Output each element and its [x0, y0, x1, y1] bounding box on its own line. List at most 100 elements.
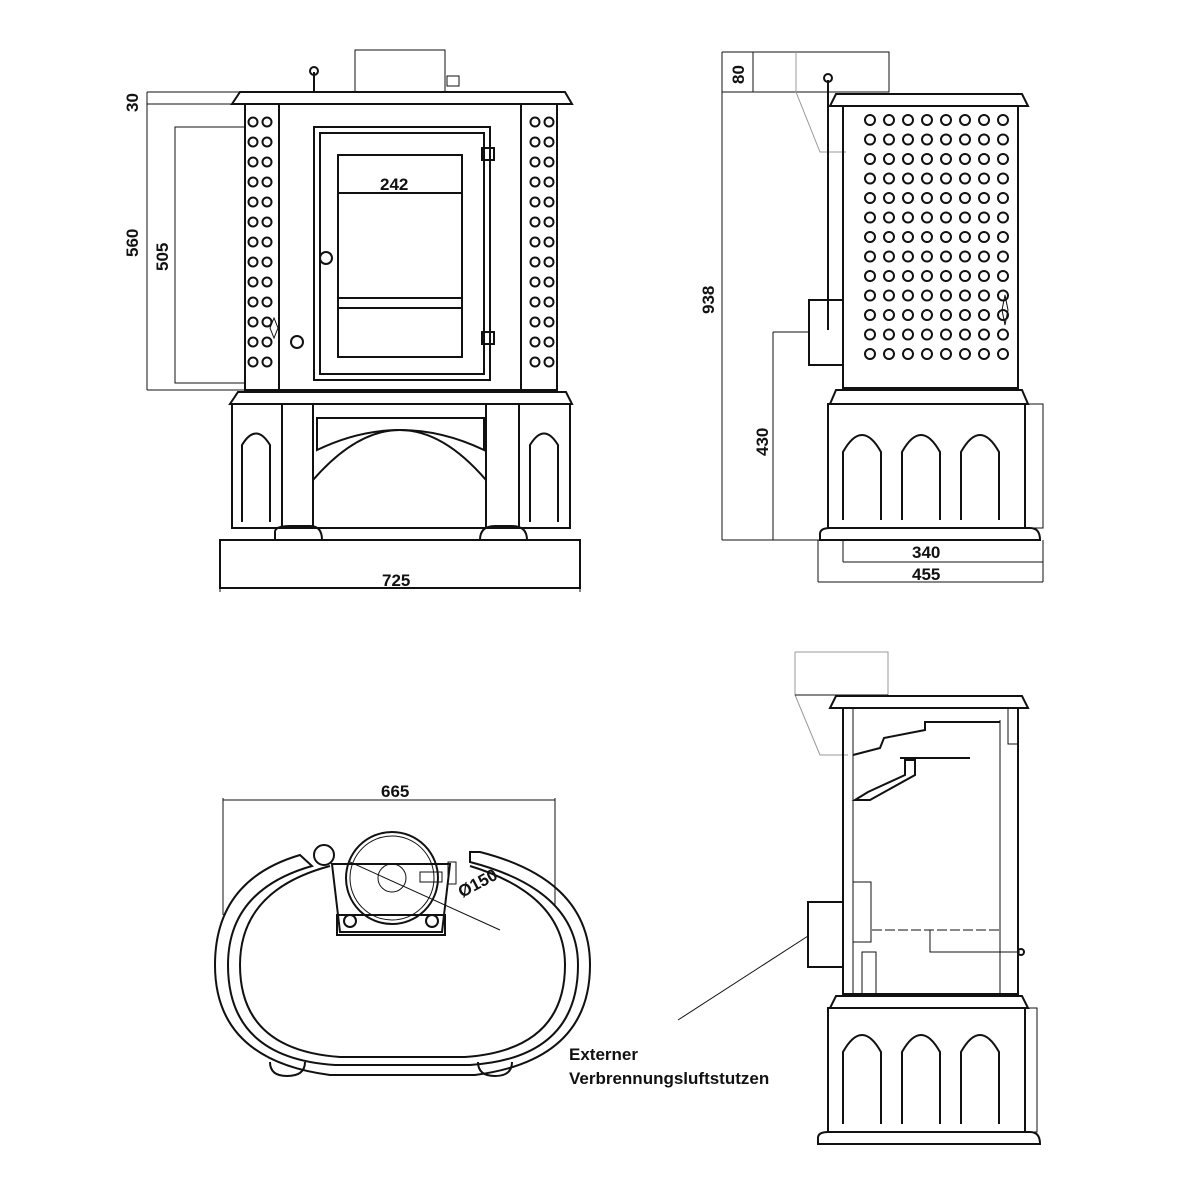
vent-hole	[543, 296, 555, 308]
vent-hole	[997, 192, 1009, 204]
dim-total-height: 938	[699, 286, 718, 314]
vent-hole	[543, 356, 555, 368]
vent-hole	[864, 289, 876, 302]
vent-hole	[247, 296, 259, 308]
vent-hole	[247, 276, 259, 288]
base-arch-3	[960, 434, 1000, 520]
stove-base	[827, 403, 1026, 529]
vent-hole	[883, 114, 895, 126]
vent-hole	[247, 136, 259, 148]
base-arch-center	[312, 429, 487, 481]
dim-air-inlet-height: 430	[753, 428, 772, 456]
vent-hole	[921, 153, 933, 165]
stove-body	[244, 103, 558, 391]
vent-hole	[247, 156, 259, 168]
vent-hole	[543, 256, 555, 268]
vent-hole	[529, 316, 541, 328]
dim-width: 725	[382, 571, 410, 590]
vent-hole	[940, 114, 952, 126]
stove-body	[842, 105, 1019, 389]
vent-hole	[864, 153, 876, 165]
vent-hole	[864, 192, 876, 204]
callout-label-line1: Externer	[569, 1045, 638, 1064]
dim-flue: 80	[729, 65, 748, 84]
vent-hole	[921, 192, 933, 204]
vent-hole	[959, 192, 971, 204]
flue-clamp	[446, 75, 460, 87]
vent-hole	[978, 328, 990, 341]
vent-hole	[940, 289, 952, 302]
top-plate-inner	[238, 865, 567, 1058]
vent-hole	[959, 153, 971, 165]
vent-hole	[921, 250, 933, 263]
vent-hole	[261, 216, 273, 228]
vent-hole	[864, 309, 876, 321]
vent-hole	[529, 116, 541, 128]
top-view: 665 Ø150	[213, 782, 592, 1078]
vent-hole	[543, 136, 555, 148]
vent-hole	[543, 236, 555, 248]
vent-hole	[997, 133, 1009, 146]
vent-hole	[883, 133, 895, 146]
vent-hole	[959, 250, 971, 263]
vent-hole	[543, 276, 555, 288]
vent-hole	[864, 133, 876, 146]
vent-hole	[247, 216, 259, 228]
front-view: 30 560 505 242 725	[123, 49, 581, 592]
vent-hole	[247, 356, 259, 368]
vent-hole	[883, 309, 895, 321]
base-arch-left	[241, 432, 271, 522]
damper-knob	[313, 844, 335, 866]
vent-hole	[543, 176, 555, 188]
air-regulator	[290, 335, 304, 349]
vent-hole	[921, 133, 933, 146]
vent-hole	[529, 276, 541, 288]
vent-hole	[959, 348, 971, 360]
vent-hole	[902, 250, 914, 263]
vent-hole	[978, 153, 990, 165]
vent-hole	[940, 231, 952, 243]
vent-hole	[902, 270, 914, 282]
vent-hole	[247, 116, 259, 128]
floor-plate	[819, 527, 1042, 541]
vent-hole	[261, 356, 273, 368]
vent-hole	[529, 236, 541, 248]
base-top-plate	[828, 995, 1030, 1009]
vent-hole	[959, 309, 971, 321]
vent-hole	[940, 348, 952, 360]
vent-hole	[247, 256, 259, 268]
vent-hole	[997, 348, 1009, 360]
vent-hole	[978, 270, 990, 282]
vent-hole	[902, 231, 914, 243]
vent-hole	[529, 216, 541, 228]
vent-hole	[940, 133, 952, 146]
vent-hole	[902, 114, 914, 126]
vent-hole	[902, 192, 914, 204]
vent-hole	[261, 296, 273, 308]
callout-leader	[677, 935, 809, 1021]
vent-hole	[247, 176, 259, 188]
vent-hole	[940, 309, 952, 321]
vent-hole	[864, 172, 876, 185]
vent-hole	[529, 136, 541, 148]
vent-hole	[247, 236, 259, 248]
vent-hole	[864, 270, 876, 282]
side-view: 80 938 430 340 455	[699, 51, 1044, 584]
vent-hole	[864, 114, 876, 126]
stove-base	[827, 1007, 1026, 1133]
air-inlet-box	[808, 299, 844, 366]
vent-hole	[997, 172, 1009, 185]
vent-hole	[883, 250, 895, 263]
vent-hole	[978, 133, 990, 146]
vent-hole	[261, 196, 273, 208]
ash-panel	[337, 307, 463, 358]
vent-hole	[529, 356, 541, 368]
floor-plate	[817, 1131, 1042, 1145]
vent-hole	[261, 316, 273, 328]
vent-hole	[883, 192, 895, 204]
vent-hole	[543, 156, 555, 168]
vent-hole	[543, 316, 555, 328]
vent-hole	[997, 231, 1009, 243]
vent-hole	[247, 196, 259, 208]
vent-hole	[959, 114, 971, 126]
